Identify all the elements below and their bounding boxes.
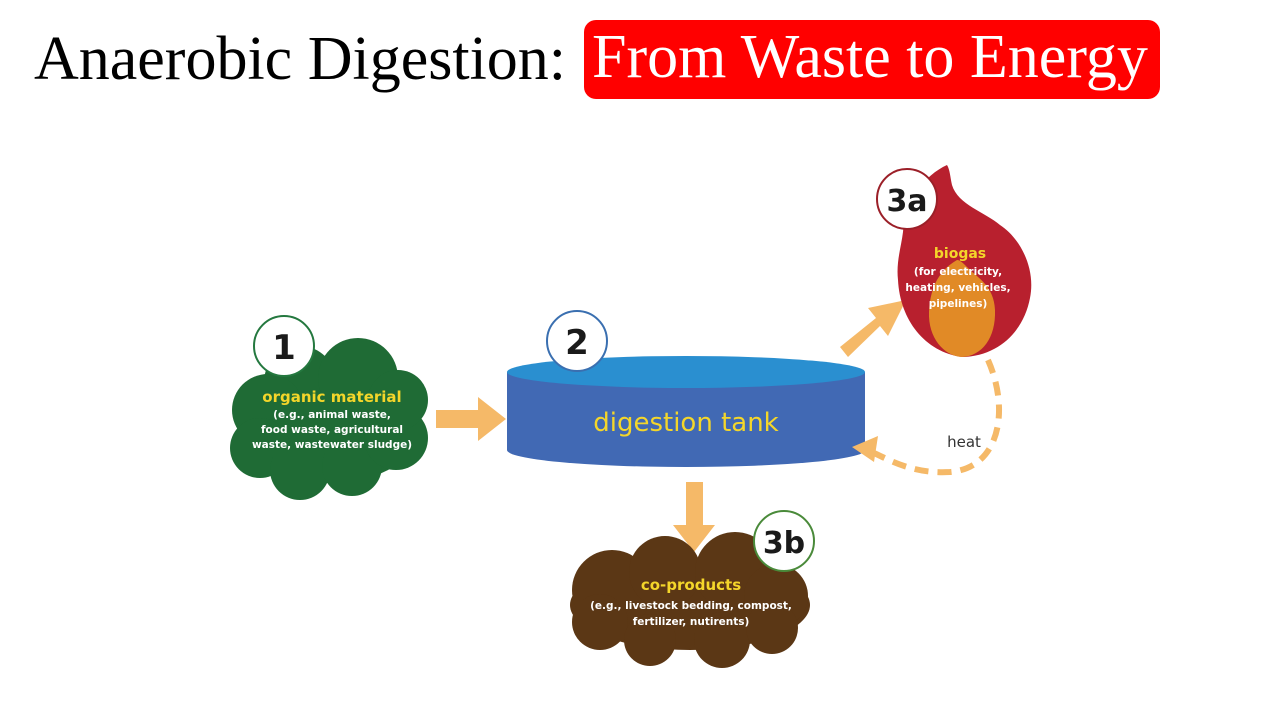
arrow-organic-to-tank [436,397,506,441]
arrow-tank-to-coproducts [673,482,715,552]
digestion-tank-node: 2 digestion tank [507,310,865,467]
coproducts-cloud [570,532,810,668]
step-2-number: 2 [565,323,589,363]
biogas-detail-3: pipelines) [929,298,988,310]
page-title: Anaerobic Digestion: From Waste to Energ… [34,14,1160,104]
organic-material-detail-1: (e.g., animal waste, [273,409,391,421]
biogas-title: biogas [934,246,986,262]
biogas-detail-2: heating, vehicles, [905,282,1010,294]
coproducts-detail-1: (e.g., livestock bedding, compost, [590,600,792,612]
biogas-detail-1: (for electricity, [914,266,1002,278]
step-1-number: 1 [272,328,296,368]
organic-material-node: 1 organic material (e.g., animal waste, … [230,315,428,500]
coproducts-detail-2: fertilizer, nutirents) [633,616,750,628]
coproducts-title: co-products [641,576,741,594]
organic-material-title: organic material [262,388,401,406]
organic-material-detail-3: waste, wastewater sludge) [252,439,412,451]
heat-return-arrow: heat [852,358,1002,476]
digestion-tank-title: digestion tank [593,408,779,438]
heat-label: heat [947,433,981,451]
arrow-tank-to-biogas [840,300,906,357]
title-prefix: Anaerobic Digestion: [34,24,567,93]
heat-return-path [870,358,1002,476]
biogas-flame-inner [928,260,996,357]
heat-return-arrowhead [852,436,878,462]
step-3a-number: 3a [886,184,927,219]
biogas-node: 3a biogas (for electricity, heating, veh… [876,165,1032,357]
organic-material-detail-2: food waste, agricultural [261,424,403,436]
step-3b-number: 3b [763,526,805,561]
title-highlight: From Waste to Energy [584,19,1160,99]
digestion-tank-body [507,372,865,467]
step-3b-badge: 3b [753,510,815,572]
step-3a-badge: 3a [876,168,938,230]
coproducts-node: 3b co-products (e.g., livestock bedding,… [570,510,815,668]
step-1-badge: 1 [253,315,315,377]
step-2-badge: 2 [546,310,608,372]
organic-material-cloud [230,338,428,500]
